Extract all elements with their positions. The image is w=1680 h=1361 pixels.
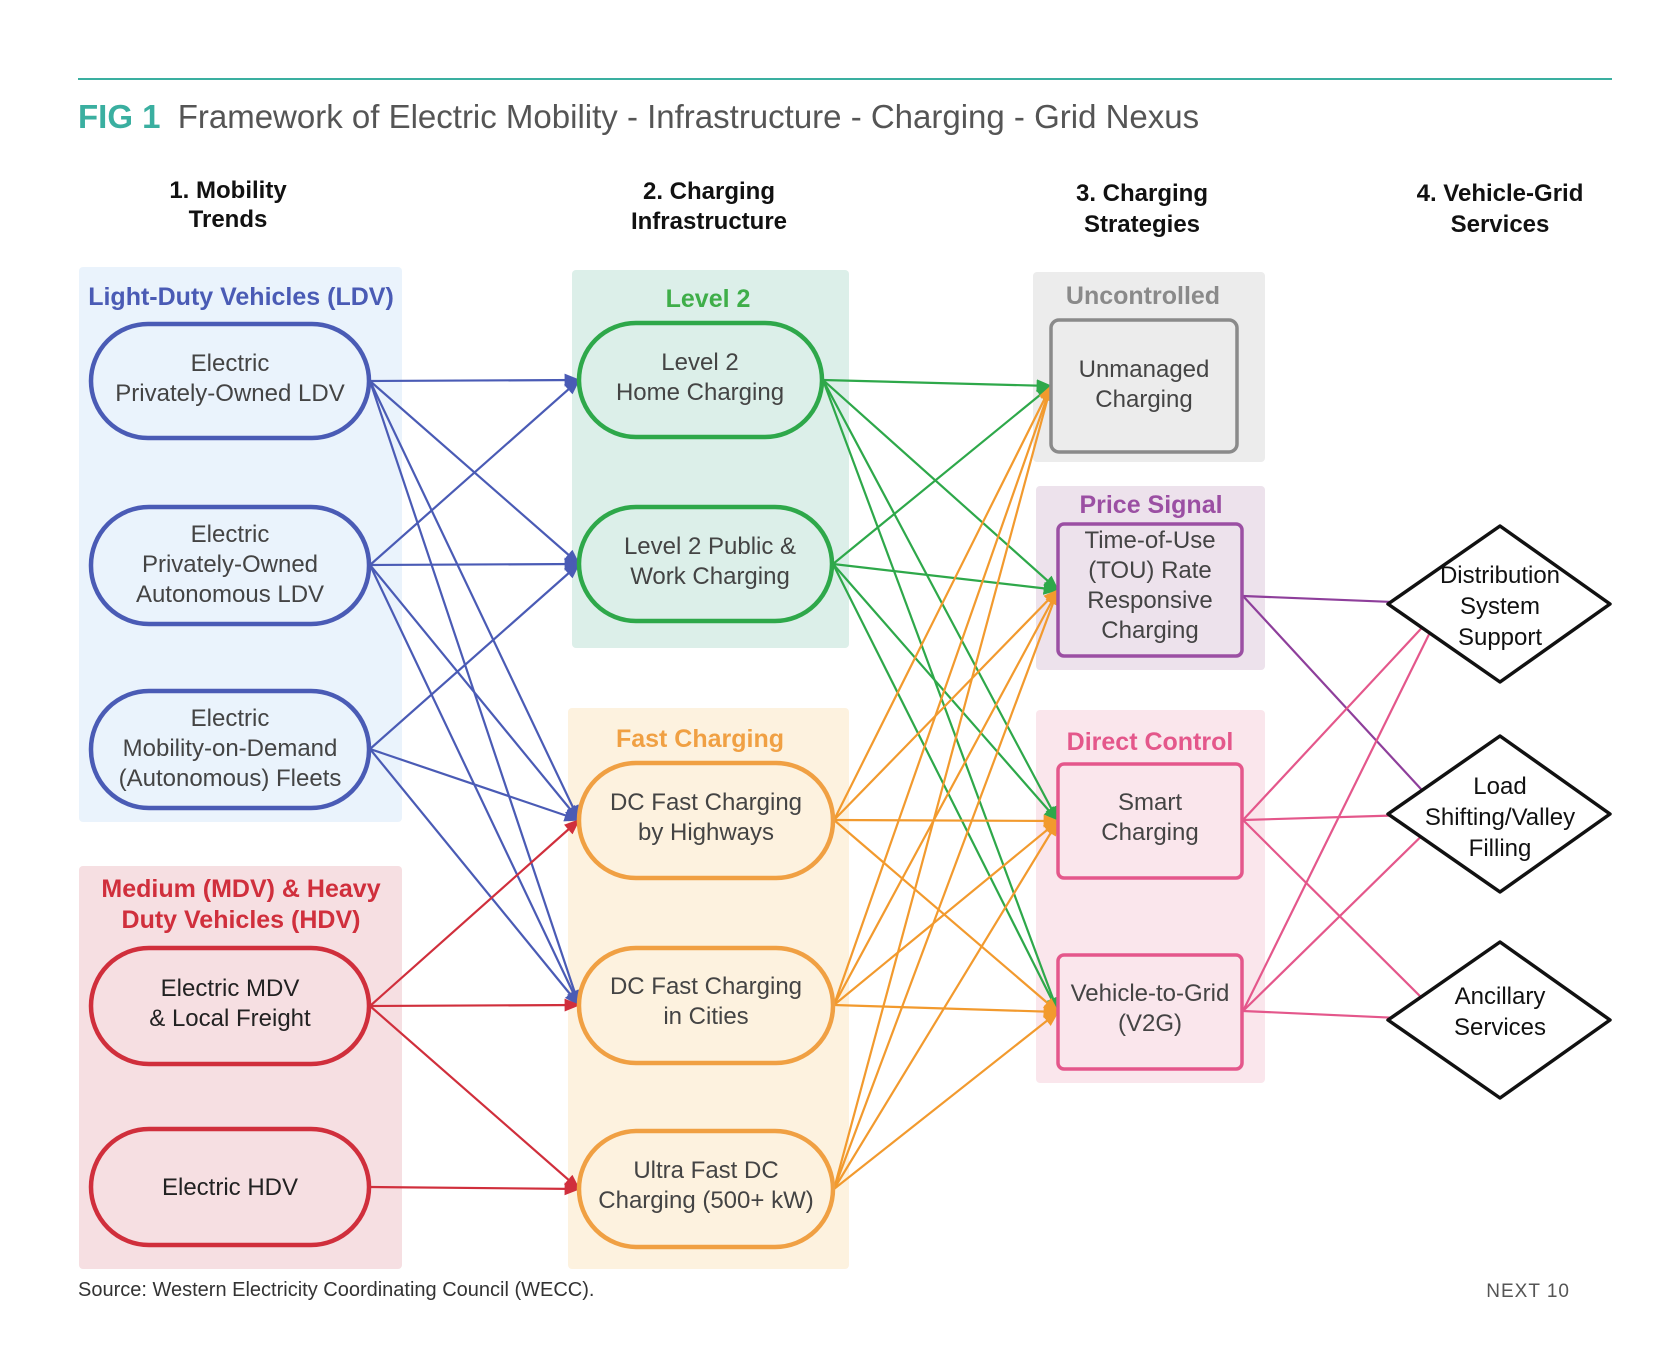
svg-text:Vehicle-to-Grid(V2G): Vehicle-to-Grid(V2G) (1071, 980, 1230, 1037)
arrow-l2_home-to-unmanaged (822, 378, 1053, 393)
svg-text:Electric HDV: Electric HDV (162, 1174, 298, 1201)
arrow-l2_home-to-smart (822, 379, 1059, 823)
arrow-smart-to-anc (1242, 819, 1446, 1022)
node-electric-hdv: Electric HDV (88, 1126, 372, 1248)
arrow-mod_fleets-to-dc_city (369, 748, 581, 1007)
arrow-dc_city-to-unmanaged (832, 384, 1053, 1006)
connection-arrows (368, 373, 1446, 1196)
node-electric-mdv-local-freight: Electric MDV& Local Freight (88, 945, 372, 1067)
arrow-l2_public-to-unmanaged (832, 384, 1053, 565)
arrow-auto_ldv-to-l2_public (369, 557, 581, 571)
source-note: Source: Western Electricity Coordinating… (78, 1279, 594, 1301)
figure-heading: FIG 1 Framework of Electric Mobility - I… (78, 98, 1199, 135)
figure-label: FIG 1 (78, 98, 161, 135)
arrow-l2_public-to-v2g (832, 563, 1059, 1014)
arrow-smart-to-dist (1242, 602, 1446, 821)
arrow-tou-to-load (1242, 595, 1446, 816)
arrow-ultra-to-tou (832, 588, 1060, 1190)
arrow-dc_highway-to-v2g (833, 819, 1060, 1014)
arrow-mdv-to-dc_city (369, 998, 581, 1012)
node-level2-public-work-charging: Level 2 Public &Work Charging (576, 504, 835, 624)
arrow-l2_home-to-tou (822, 379, 1060, 592)
arrow-v2g-to-dist (1242, 602, 1445, 1012)
arrow-dc_highway-to-unmanaged (833, 384, 1052, 821)
group-titles: Light-Duty Vehicles (LDV) Medium (MDV) &… (88, 282, 1233, 934)
arrow-ultra-to-unmanaged (832, 384, 1054, 1190)
arrow-dc_city-to-smart (833, 819, 1060, 1006)
arrow-mdv-to-dc_highway (369, 818, 581, 1007)
arrow-mdv-to-ultra (369, 1005, 581, 1191)
arrow-priv_ldv-to-l2_home (369, 373, 581, 387)
arrow-priv_ldv-to-dc_highway (369, 380, 580, 822)
svg-text:Electric MDV& Local Freight: Electric MDV& Local Freight (149, 975, 311, 1032)
arrow-mod_fleets-to-dc_highway (369, 747, 581, 822)
arrow-dc_city-to-v2g (833, 1003, 1060, 1018)
arrow-dc_highway-to-tou (833, 588, 1060, 821)
arrow-auto_ldv-to-dc_highway (369, 564, 581, 822)
arrow-v2g-to-load (1242, 812, 1446, 1012)
footer-mark: NEXT 10 (1486, 1281, 1570, 1302)
svg-text:Level 2 Public &Work Charging: Level 2 Public &Work Charging (624, 533, 796, 590)
arrow-l2_public-to-smart (832, 563, 1060, 823)
arrow-hdv-to-ultra (369, 1182, 581, 1196)
arrow-mod_fleets-to-l2_public (369, 562, 581, 750)
arrow-ultra-to-v2g (833, 1011, 1060, 1190)
arrow-l2_public-to-tou (832, 562, 1060, 595)
arrow-dc_highway-to-smart (833, 814, 1060, 828)
arrow-l2_home-to-v2g (821, 379, 1060, 1014)
fast-charging-group-title: Fast Charging (616, 725, 784, 753)
direct-control-group-title: Direct Control (1067, 728, 1234, 756)
arrow-auto_ldv-to-l2_home (369, 378, 581, 566)
price-signal-group-title: Price Signal (1079, 491, 1222, 519)
figure-title: Framework of Electric Mobility - Infrast… (178, 98, 1199, 135)
arrow-dc_city-to-tou (833, 588, 1059, 1006)
arrow-ultra-to-smart (833, 819, 1059, 1190)
ldv-group-title: Light-Duty Vehicles (LDV) (88, 283, 394, 311)
node-vehicle-to-grid: Vehicle-to-Grid(V2G) (1056, 953, 1244, 1071)
level2-group-title: Level 2 (666, 285, 751, 313)
uncontrolled-group-title: Uncontrolled (1066, 282, 1220, 310)
